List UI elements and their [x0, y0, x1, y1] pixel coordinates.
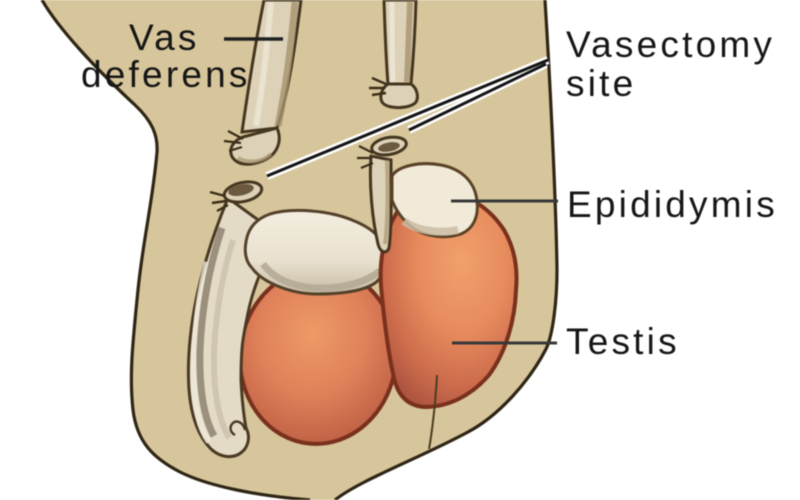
- svg-text:deferens: deferens: [81, 54, 251, 95]
- svg-text:Vasectomy: Vasectomy: [566, 24, 775, 65]
- svg-text:Testis: Testis: [566, 321, 680, 362]
- svg-text:Epididymis: Epididymis: [567, 184, 778, 225]
- svg-text:site: site: [566, 63, 636, 104]
- svg-text:Vas: Vas: [129, 17, 200, 58]
